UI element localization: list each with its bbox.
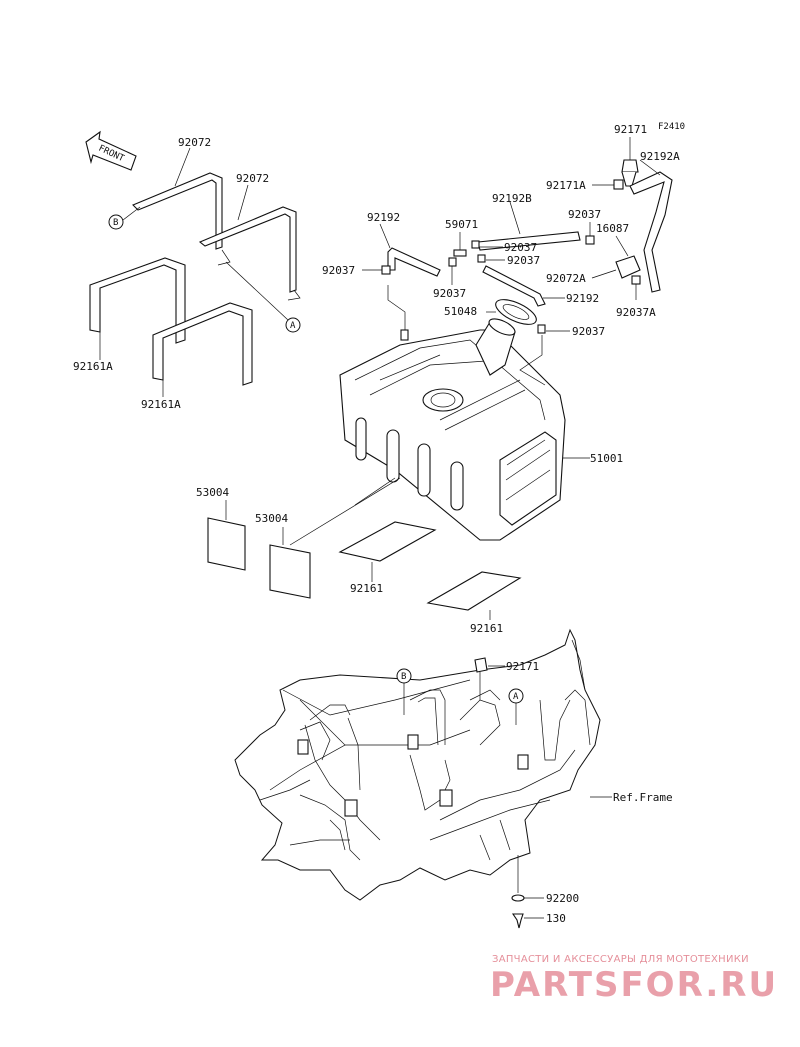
label-92037A: 92037A xyxy=(616,306,656,319)
washer-92200 xyxy=(511,894,525,902)
fuel-tank-strap-rear xyxy=(198,206,301,301)
label-92037-m4: 92037 xyxy=(572,325,605,338)
filler-cap-51048 xyxy=(495,299,537,325)
strap-pad-92161A-b xyxy=(152,302,253,386)
label-92037-m1: 92037 xyxy=(504,241,537,254)
callout-b-top xyxy=(108,214,124,230)
breather-hose-92192 xyxy=(387,247,441,277)
bolt-130 xyxy=(511,913,524,929)
label-92171-low: 92171 xyxy=(506,660,539,673)
label-92192A: 92192A xyxy=(640,150,680,163)
decal-53004-b xyxy=(269,544,311,599)
callout-b-frame-label: B xyxy=(401,672,406,682)
connector-59071 xyxy=(453,249,467,257)
label-92192-top: 92192 xyxy=(367,211,400,224)
callout-a-frame-label: A xyxy=(513,692,519,702)
clamp-92171A xyxy=(613,179,624,190)
label-92171: 92171 xyxy=(614,123,647,136)
label-92200: 92200 xyxy=(546,892,579,905)
label-92072-a: 92072 xyxy=(178,136,211,149)
label-92037-r: 92037 xyxy=(568,208,601,221)
callout-a-top-label: A xyxy=(290,321,296,331)
clip-92171-frame xyxy=(474,657,488,673)
vent-hose-92192A xyxy=(629,171,673,293)
label-92161A-b: 92161A xyxy=(141,398,181,411)
label-51001: 51001 xyxy=(590,452,623,465)
clip-92037-m2 xyxy=(477,254,486,263)
watermark-tagline: ЗАПЧАСТИ И АКСЕССУАРЫ ДЛЯ МОТОТЕХНИКИ xyxy=(492,954,749,965)
label-51048: 51048 xyxy=(444,305,477,318)
label-53004-a: 53004 xyxy=(196,486,229,499)
callout-a-top xyxy=(285,317,301,333)
clip-92037-m1 xyxy=(471,240,480,249)
check-valve-16087 xyxy=(615,255,641,279)
label-92037-m2: 92037 xyxy=(507,254,540,267)
strap-pad-92161A-a xyxy=(89,257,186,344)
front-arrow-icon: FRONT xyxy=(85,130,137,171)
reference-frame xyxy=(234,628,601,901)
tank-nipple xyxy=(400,329,409,341)
label-16087: 16087 xyxy=(596,222,629,235)
label-92171A: 92171A xyxy=(546,179,586,192)
watermark-brand: PARTSFOR.RU xyxy=(490,965,778,1005)
label-92161-b: 92161 xyxy=(470,622,503,635)
fuel-tank-strap-front xyxy=(132,172,223,250)
clip-92037-r xyxy=(585,235,595,245)
decal-53004-a xyxy=(207,517,246,571)
label-ref-frame: Ref.Frame xyxy=(613,791,673,804)
tank-pad-92161-b xyxy=(426,571,522,611)
tank-pad-92161-a xyxy=(338,521,437,562)
clip-92037-m3 xyxy=(448,257,457,267)
label-92161-a: 92161 xyxy=(350,582,383,595)
clip-92037-m4 xyxy=(537,324,546,334)
callout-b-top-label: B xyxy=(113,218,118,228)
valve-92171 xyxy=(621,159,639,173)
label-53004-b: 53004 xyxy=(255,512,288,525)
label-92192B: 92192B xyxy=(492,192,532,205)
label-92192-mid: 92192 xyxy=(566,292,599,305)
label-92072A: 92072A xyxy=(546,272,586,285)
label-92161A-a: 92161A xyxy=(73,360,113,373)
clip-92037-left xyxy=(381,265,391,275)
label-130: 130 xyxy=(546,912,566,925)
label-92037-left: 92037 xyxy=(322,264,355,277)
clip-92037A xyxy=(631,275,641,285)
label-92037-m3: 92037 xyxy=(433,287,466,300)
label-92072-b: 92072 xyxy=(236,172,269,185)
diagram-code: F2410 xyxy=(658,122,685,132)
label-59071: 59071 xyxy=(445,218,478,231)
fuel-tank xyxy=(339,318,566,541)
vent-hose-92192-mid xyxy=(482,265,546,307)
